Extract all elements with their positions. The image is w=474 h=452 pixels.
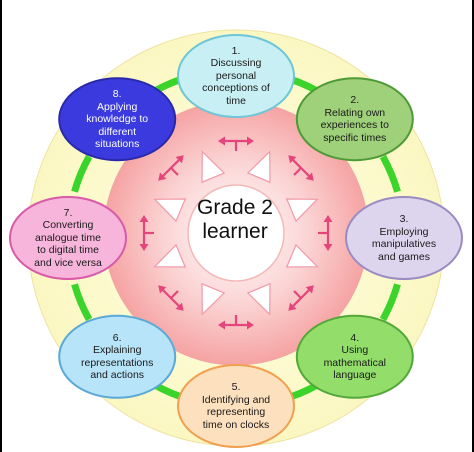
frame-left-edge xyxy=(0,0,2,452)
double-arrow xyxy=(218,136,254,151)
pointer-triangle xyxy=(246,150,271,184)
arrow-head xyxy=(288,302,297,311)
arrow-head xyxy=(175,302,184,311)
node-1-bubble xyxy=(177,34,295,118)
arrow-stem xyxy=(170,290,179,299)
arrow-head xyxy=(139,215,149,222)
pointer-triangle xyxy=(201,282,226,316)
ring-segment xyxy=(71,283,93,322)
pointer-triangle xyxy=(285,243,319,268)
arrow-head xyxy=(139,244,149,251)
arrow-stem xyxy=(170,167,179,176)
arrow-head xyxy=(218,136,225,146)
node-4-bubble xyxy=(295,314,414,399)
center-circle xyxy=(187,184,285,282)
pointer-triangle xyxy=(285,198,319,223)
node-3-bubble xyxy=(345,196,463,280)
arrow-head xyxy=(323,244,333,251)
node-6-bubble xyxy=(58,314,177,399)
arrow-head xyxy=(158,285,167,294)
arrow-head xyxy=(175,155,184,164)
arrow-stem xyxy=(293,290,302,299)
frame-right-edge xyxy=(472,0,474,452)
arrow-head xyxy=(288,155,297,164)
pointer-triangle xyxy=(246,282,271,316)
arrow-head xyxy=(305,285,314,294)
double-arrow xyxy=(158,155,184,181)
pointer-triangle xyxy=(153,243,187,268)
center-label: Grade 2 learner xyxy=(197,196,273,243)
node-8-bubble xyxy=(58,77,177,162)
pointer-triangle xyxy=(153,198,187,223)
double-arrow xyxy=(288,155,314,181)
node-5-bubble xyxy=(177,364,295,448)
ring-segment xyxy=(379,283,401,322)
pointer-triangle xyxy=(201,150,226,184)
node-2-bubble xyxy=(295,77,414,162)
arrow-stem xyxy=(293,167,302,176)
arrow-head xyxy=(247,136,254,146)
double-arrow xyxy=(318,215,333,251)
arrow-head xyxy=(247,320,254,330)
double-arrow xyxy=(158,285,184,311)
double-arrow xyxy=(139,215,154,251)
ring-segment xyxy=(71,154,93,193)
double-arrow xyxy=(218,315,254,330)
double-arrow xyxy=(288,285,314,311)
arrow-head xyxy=(323,215,333,222)
ring-segment xyxy=(379,154,401,193)
node-7-bubble xyxy=(9,196,127,280)
arrow-head xyxy=(218,320,225,330)
arrow-head xyxy=(305,172,314,181)
arrow-head xyxy=(158,172,167,181)
